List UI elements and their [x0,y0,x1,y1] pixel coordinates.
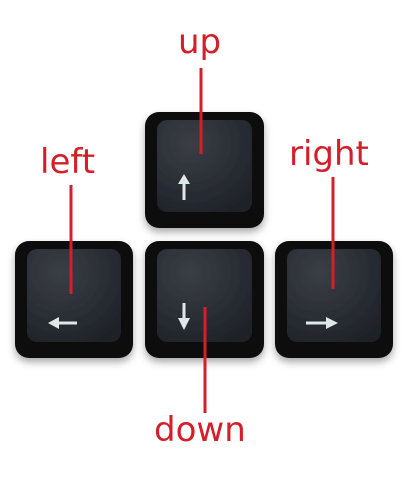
arrow-right-icon [306,317,338,329]
arrow-left-icon [48,317,77,329]
down-label: down [154,410,246,450]
arrow-up-icon [178,174,190,200]
up-label: up [178,22,222,62]
left-label: left [40,142,96,182]
up-key[interactable] [145,112,264,228]
arrow-down-icon [178,303,190,330]
right-label: right [289,134,369,174]
left-key[interactable] [15,241,133,358]
right-key[interactable] [275,241,393,358]
